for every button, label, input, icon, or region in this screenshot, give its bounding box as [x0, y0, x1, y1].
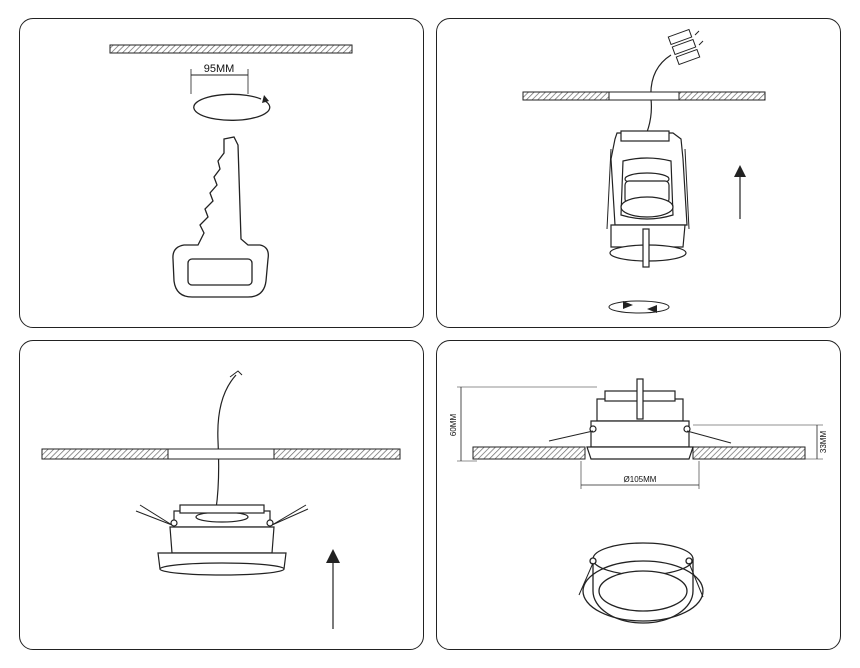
panel-step-2 [436, 18, 841, 328]
power-cable [215, 374, 237, 510]
spotlight-fixture-icon [586, 378, 694, 460]
spring-clip-icon [606, 148, 690, 230]
hole-saw-icon [172, 136, 269, 298]
diameter-label: Ø105MM [624, 475, 657, 484]
panel-4-drawing: 60MM 33MM Ø105MM [449, 378, 828, 624]
ceiling-board-right [678, 91, 766, 101]
spotlight-front-view-icon [582, 542, 704, 624]
ceiling-board-left [472, 446, 586, 460]
ceiling-board-left [41, 448, 169, 460]
height-label: 60MM [449, 414, 458, 437]
spring-clip-icon [548, 430, 732, 444]
panel-1-drawing: 95MM [109, 44, 353, 298]
panel-3-drawing [41, 370, 401, 629]
panel-step-1: 95MM [19, 18, 424, 328]
cut-hole-icon [193, 93, 271, 121]
panel-step-4: 60MM 33MM Ø105MM [436, 340, 841, 650]
ceiling-board-right [273, 448, 401, 460]
ceiling-board-left [522, 91, 610, 101]
terminal-connector-icon [667, 28, 704, 66]
up-arrow-icon [734, 165, 746, 219]
spotlight-fixture-icon [609, 130, 688, 268]
rotate-arrows-icon [608, 300, 670, 314]
spring-clip-icon [578, 562, 704, 598]
panel-2-drawing [522, 28, 766, 314]
spring-clip-icon [135, 504, 309, 526]
ceiling-board-right [692, 446, 806, 460]
panel-step-3 [19, 340, 424, 650]
up-arrow-icon [326, 549, 340, 629]
depth-label: 33MM [819, 431, 828, 454]
spotlight-fixture-icon [157, 504, 287, 576]
hole-diameter-label: 95MM [204, 63, 235, 75]
ceiling-board-icon [109, 44, 353, 54]
